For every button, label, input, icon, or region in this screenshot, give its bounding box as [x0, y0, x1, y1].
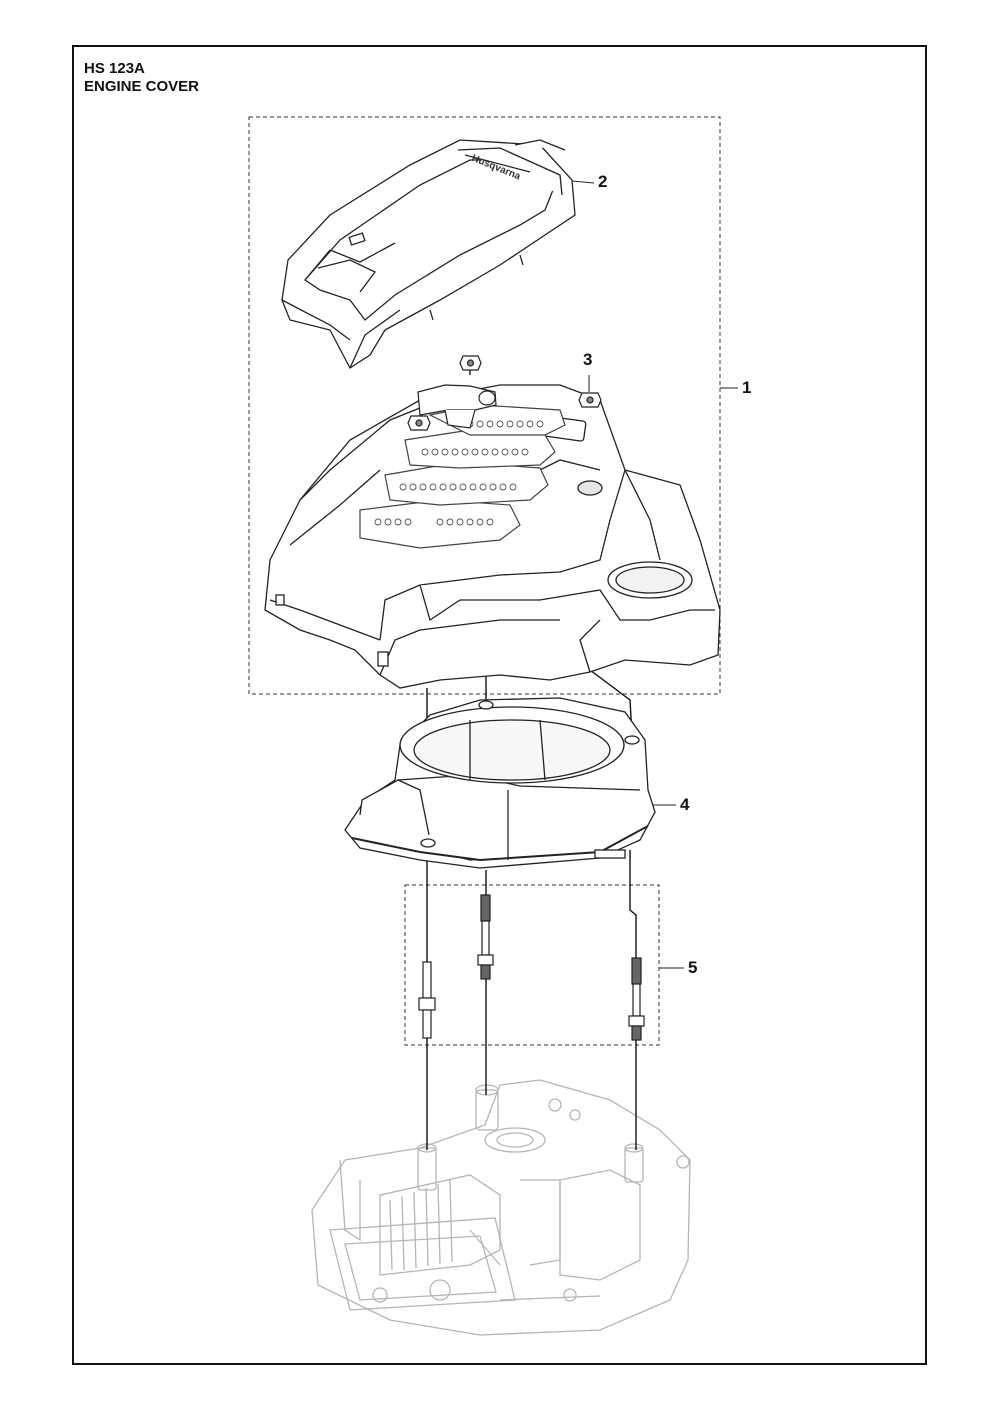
engine-block-ghost [311, 1079, 691, 1336]
leader-lines [571, 180, 738, 969]
section-label: ENGINE COVER [84, 78, 200, 95]
group-box-1 [248, 116, 721, 695]
group-box-5 [404, 884, 660, 1046]
callout-5: 5 [688, 958, 698, 977]
callout-3: 3 [583, 350, 593, 369]
stud-bolts [418, 894, 645, 1041]
cover-handle [417, 384, 497, 429]
grille-holes [374, 420, 544, 526]
fan-housing [344, 697, 656, 869]
nuts [407, 355, 602, 431]
callout-4: 4 [680, 795, 690, 814]
callout-2: 2 [598, 172, 608, 191]
page-frame [72, 45, 927, 1365]
leader-2 [571, 180, 595, 184]
model-label: HS 123A [84, 60, 145, 77]
page-title: HS 123A ENGINE COVER [84, 60, 199, 96]
callout-1: 1 [742, 378, 752, 397]
top-cover [281, 139, 576, 369]
